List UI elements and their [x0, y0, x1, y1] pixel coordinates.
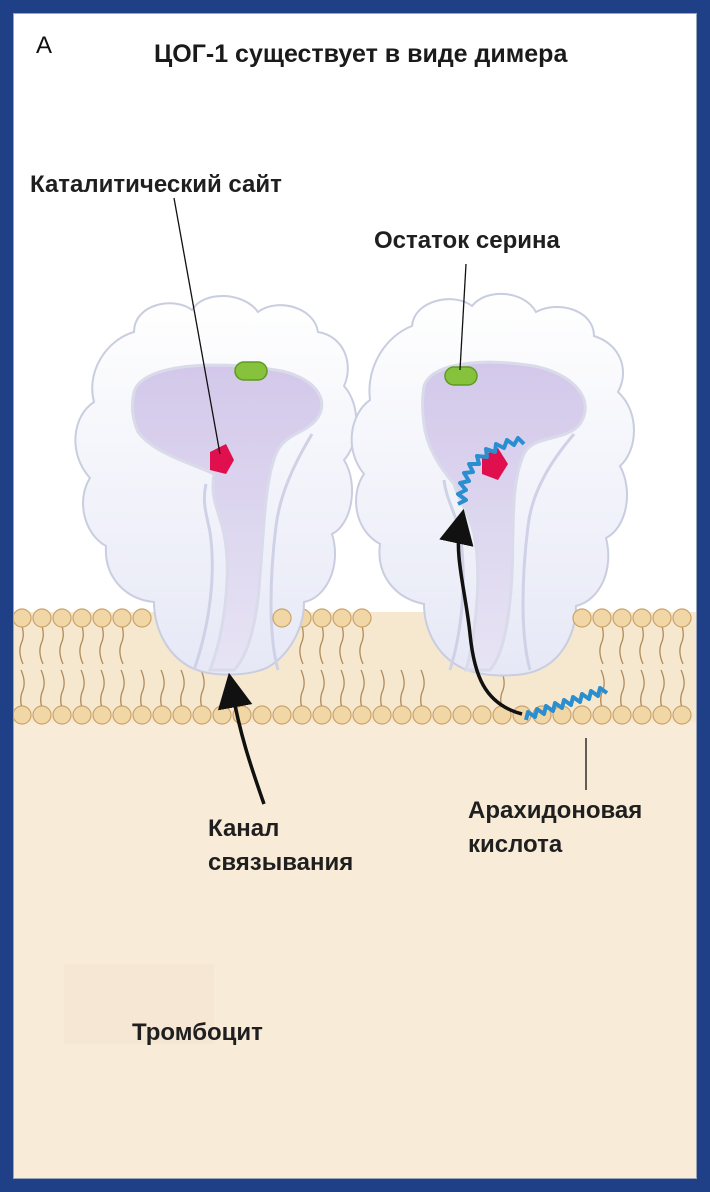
serine-residue-left: [235, 362, 267, 380]
label-platelet: Тромбоцит: [132, 1016, 263, 1050]
serine-residue-right: [445, 367, 477, 385]
label-binding-channel: Канал связывания: [208, 812, 353, 880]
lipid-bilayer: [14, 609, 697, 724]
label-arachidonic-acid-line2: кислота: [468, 828, 642, 862]
label-arachidonic-acid-line1: Арахидоновая: [468, 794, 642, 828]
platelet-cytoplasm: [14, 714, 697, 1179]
label-binding-channel-line1: Канал: [208, 812, 353, 846]
figure-panel: А ЦОГ-1 существует в виде димера Каталит…: [13, 13, 697, 1179]
label-serine-residue: Остаток серина: [374, 224, 560, 258]
figure-title: ЦОГ-1 существует в виде димера: [154, 40, 567, 69]
label-binding-channel-line2: связывания: [208, 846, 353, 880]
panel-letter: А: [36, 32, 52, 60]
label-catalytic-site: Каталитический сайт: [30, 168, 282, 202]
label-arachidonic-acid: Арахидоновая кислота: [468, 794, 642, 862]
